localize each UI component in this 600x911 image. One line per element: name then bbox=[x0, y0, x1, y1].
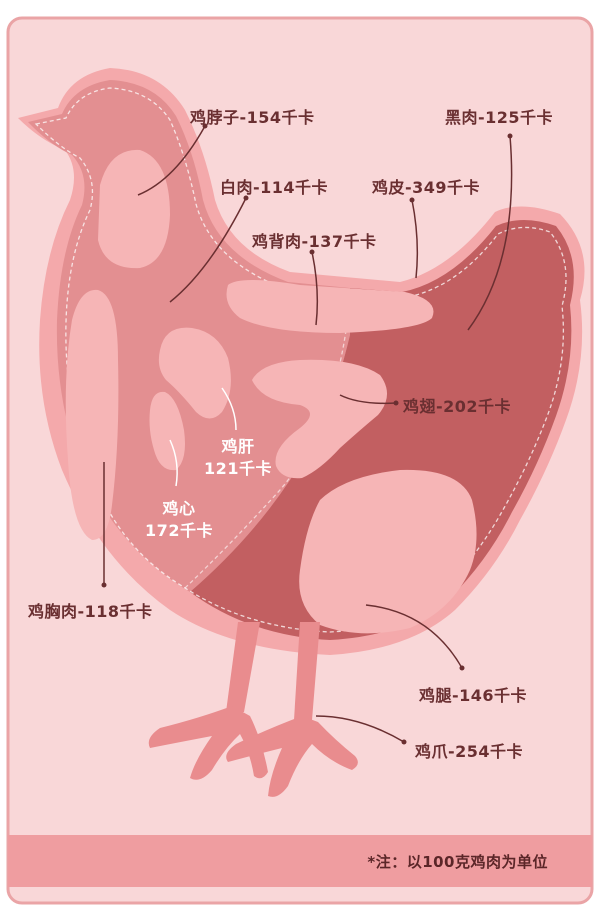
label-heart-name: 鸡心 bbox=[162, 499, 196, 518]
wing-part bbox=[252, 359, 388, 479]
leader-skin bbox=[411, 199, 419, 279]
leader-back bbox=[311, 251, 319, 326]
label-liver: 鸡肝 121千卡 bbox=[198, 436, 278, 480]
footer-band bbox=[8, 835, 592, 887]
footnote: *注：以100克鸡肉为单位 bbox=[367, 853, 548, 871]
thigh-part bbox=[299, 469, 477, 634]
leader-lines bbox=[103, 125, 513, 743]
back-part bbox=[226, 280, 434, 333]
leader-dark-meat bbox=[467, 135, 513, 331]
label-skin: 鸡皮-349千卡 bbox=[372, 178, 481, 197]
legs bbox=[148, 622, 358, 797]
breast-part bbox=[65, 289, 119, 540]
label-feet: 鸡爪-254千卡 bbox=[415, 742, 524, 761]
stitch-line-divider bbox=[184, 294, 351, 589]
label-dark-meat: 黑肉-125千卡 bbox=[445, 108, 554, 127]
chicken-body-dark bbox=[190, 220, 574, 640]
leader-feet bbox=[315, 715, 405, 743]
label-heart: 鸡心 172千卡 bbox=[144, 498, 214, 542]
neck-part bbox=[98, 149, 170, 269]
heart-part bbox=[149, 391, 185, 471]
leader-liver bbox=[221, 387, 237, 431]
label-liver-name: 鸡肝 bbox=[221, 437, 255, 456]
label-neck: 鸡脖子-154千卡 bbox=[190, 108, 315, 127]
label-thigh: 鸡腿-146千卡 bbox=[419, 686, 528, 705]
label-heart-kcal: 172千卡 bbox=[145, 521, 213, 540]
stitch-line bbox=[34, 87, 567, 633]
leader-neck bbox=[137, 125, 206, 196]
leader-thigh bbox=[365, 604, 463, 669]
leader-dots bbox=[101, 123, 513, 745]
label-wing: 鸡翅-202千卡 bbox=[403, 397, 512, 416]
label-white-meat: 白肉-114千卡 bbox=[220, 178, 329, 197]
leader-heart bbox=[169, 439, 178, 487]
label-back-meat: 鸡背肉-137千卡 bbox=[252, 232, 377, 251]
leader-wing bbox=[339, 394, 397, 405]
leader-white-meat bbox=[169, 197, 247, 303]
label-liver-kcal: 121千卡 bbox=[204, 459, 272, 478]
label-breast: 鸡胸肉-118千卡 bbox=[28, 602, 153, 621]
liver-part bbox=[158, 327, 231, 419]
